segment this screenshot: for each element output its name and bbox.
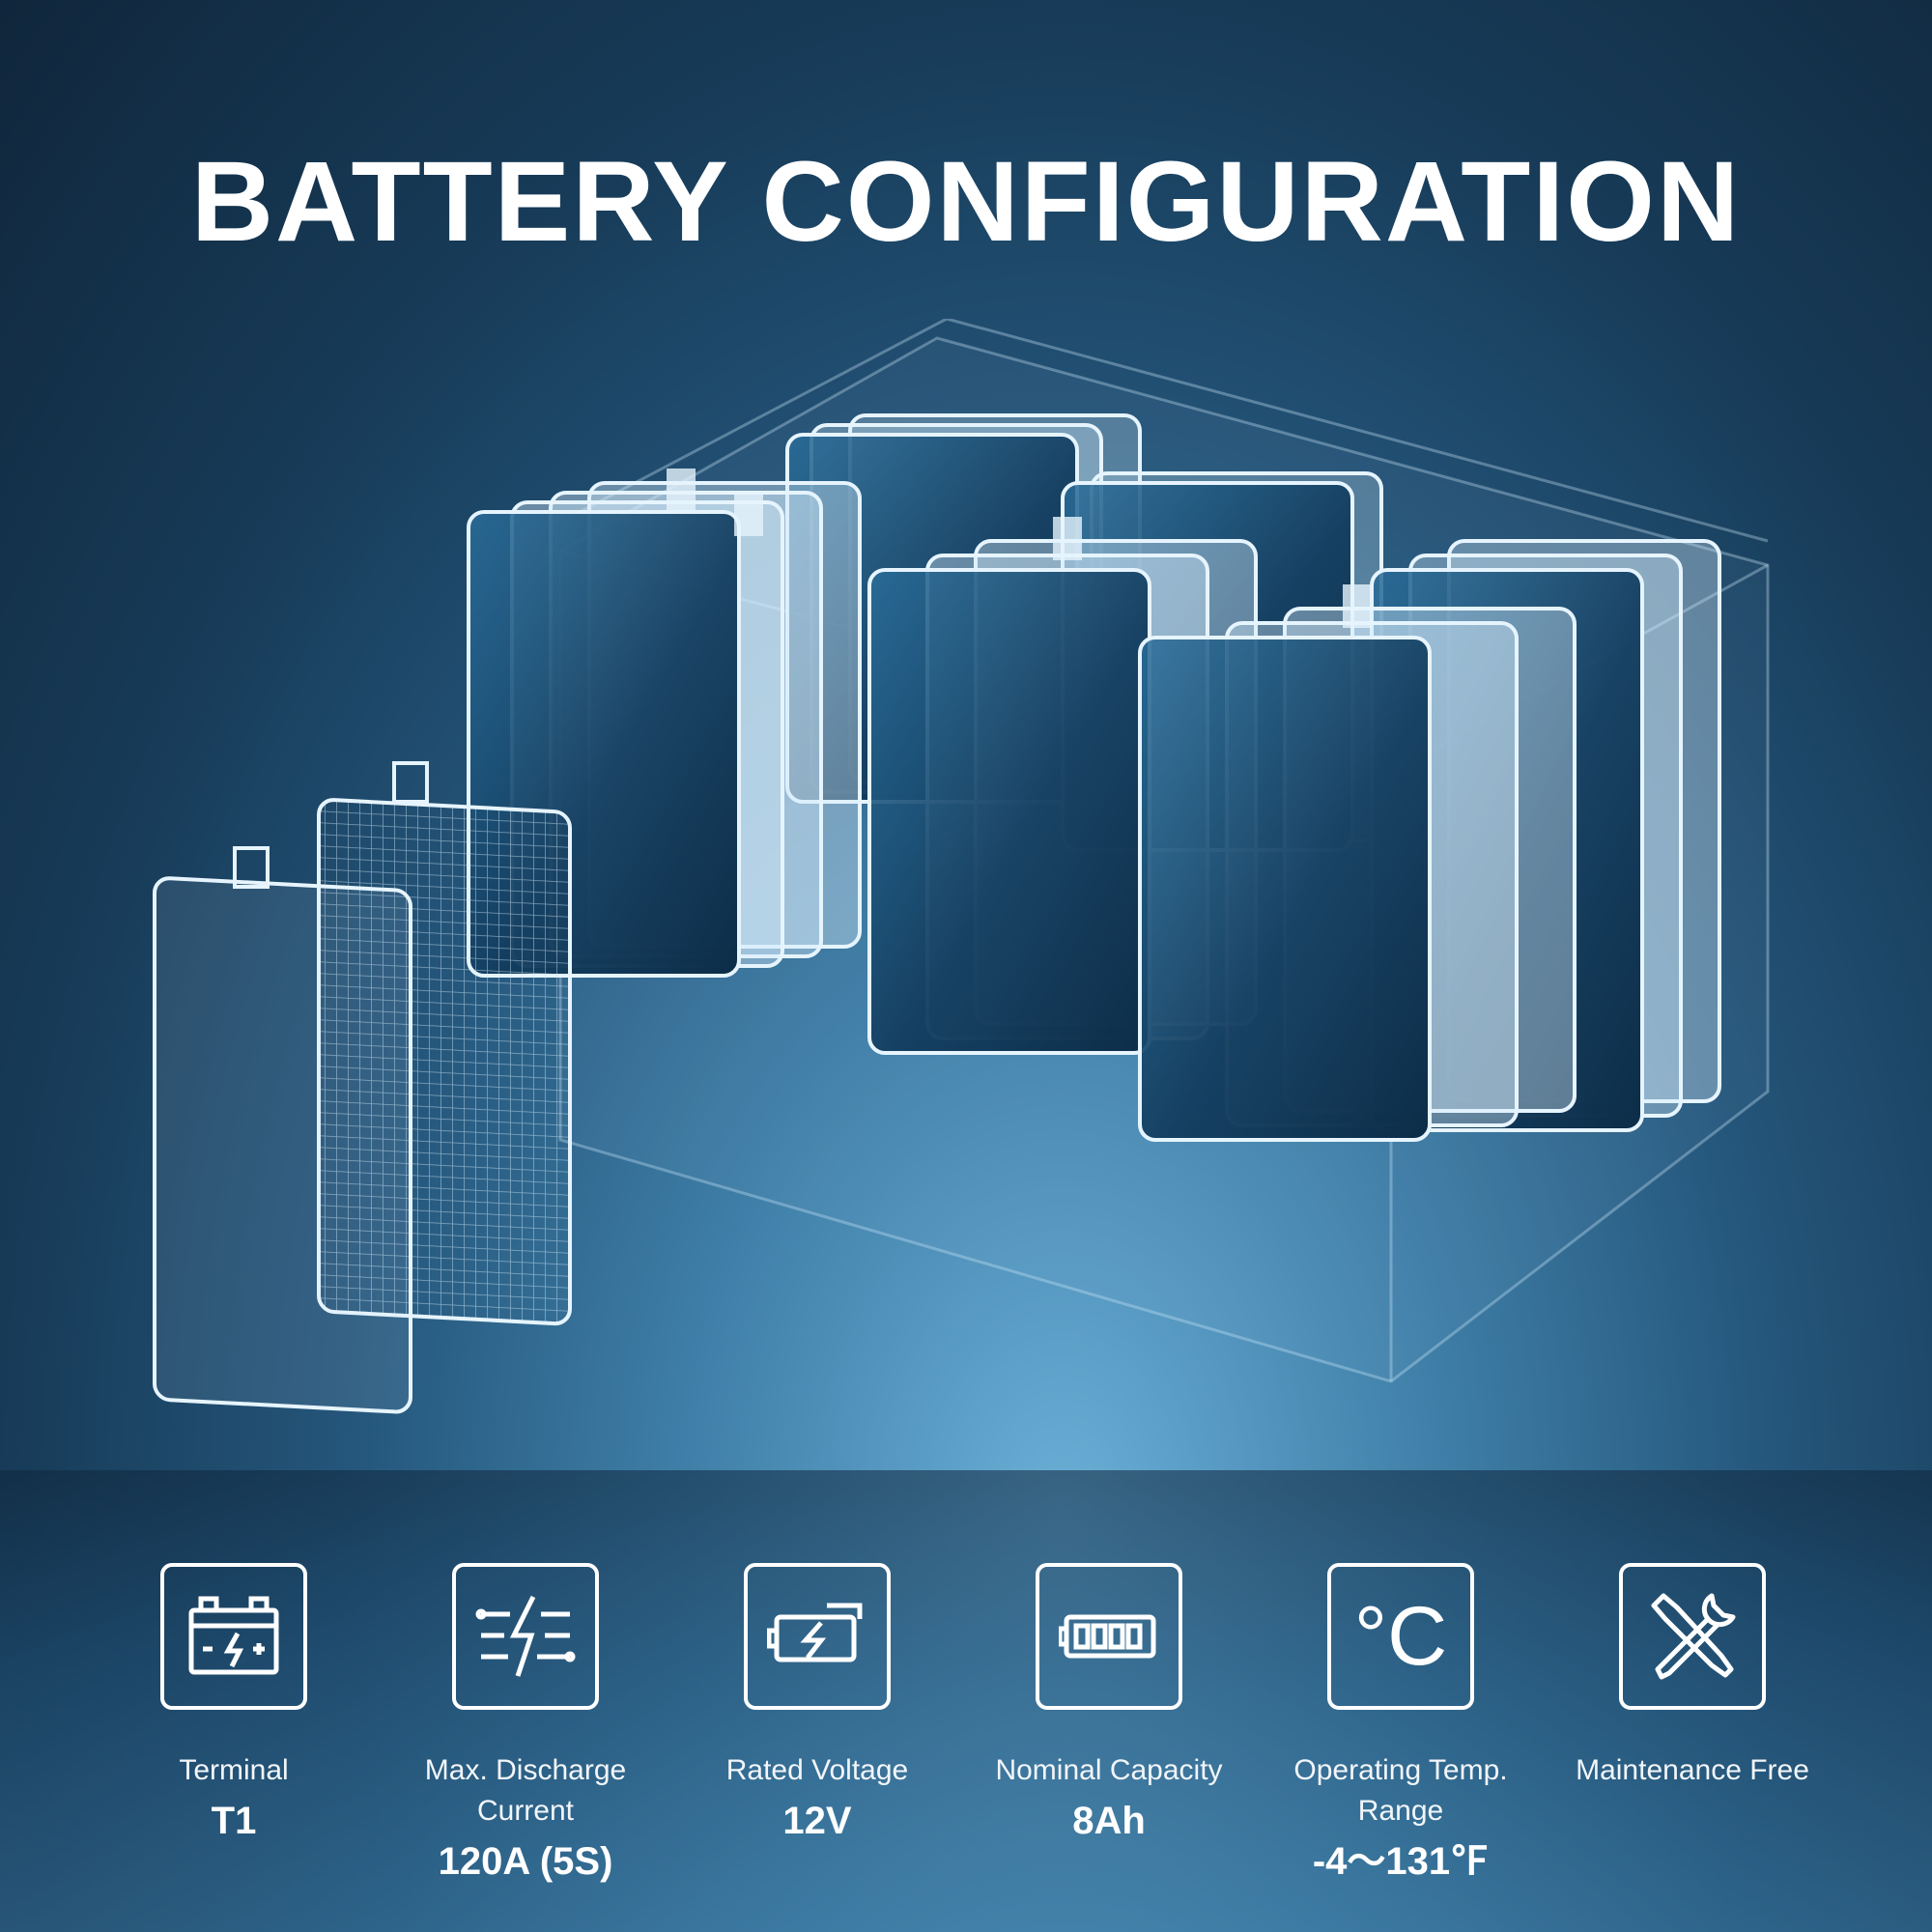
page-title: BATTERY CONFIGURATION bbox=[190, 138, 1742, 266]
battery-level-icon bbox=[1036, 1563, 1182, 1710]
charging-battery-icon bbox=[744, 1563, 891, 1710]
spec-label: Nominal Capacity bbox=[995, 1754, 1223, 1786]
grid-plate bbox=[317, 761, 572, 1326]
spec-terminal: Terminal T1 bbox=[89, 1563, 379, 1845]
celsius-glyph: °C bbox=[1353, 1590, 1448, 1683]
spec-nominal-capacity: Nominal Capacity 8Ah bbox=[964, 1563, 1254, 1845]
spec-value: 12V bbox=[782, 1800, 852, 1842]
spec-value: T1 bbox=[211, 1800, 257, 1842]
cell-stack-front-right bbox=[1138, 584, 1577, 1142]
spec-value: 8Ah bbox=[1072, 1800, 1146, 1842]
spec-label: Max. Discharge Current bbox=[424, 1754, 627, 1827]
spec-rated-voltage: Rated Voltage 12V bbox=[672, 1563, 962, 1845]
celsius-icon: °C bbox=[1327, 1563, 1474, 1710]
spec-label: Maintenance Free bbox=[1576, 1754, 1809, 1786]
spec-label: Terminal bbox=[179, 1754, 289, 1786]
separator-plate bbox=[153, 846, 412, 1414]
spec-operating-temp: °C Operating Temp. Range -4～131℉ bbox=[1256, 1563, 1546, 1886]
spec-maintenance-free: Maintenance Free bbox=[1548, 1563, 1837, 1797]
wrench-screwdriver-icon bbox=[1619, 1563, 1766, 1710]
discharge-circuit-icon bbox=[452, 1563, 599, 1710]
spec-label: Rated Voltage bbox=[725, 1754, 909, 1786]
spec-label: Operating Temp. Range bbox=[1293, 1754, 1508, 1827]
spec-max-discharge: Max. Discharge Current 120A (5S) bbox=[381, 1563, 670, 1886]
spec-value: -4～131℉ bbox=[1312, 1840, 1490, 1883]
spec-value: 120A (5S) bbox=[438, 1840, 613, 1883]
battery-cells-illustration bbox=[153, 319, 1770, 1414]
battery-terminal-icon bbox=[160, 1563, 307, 1710]
spec-band: Terminal T1 Max. Discharge Current 120A … bbox=[0, 1470, 1932, 1932]
